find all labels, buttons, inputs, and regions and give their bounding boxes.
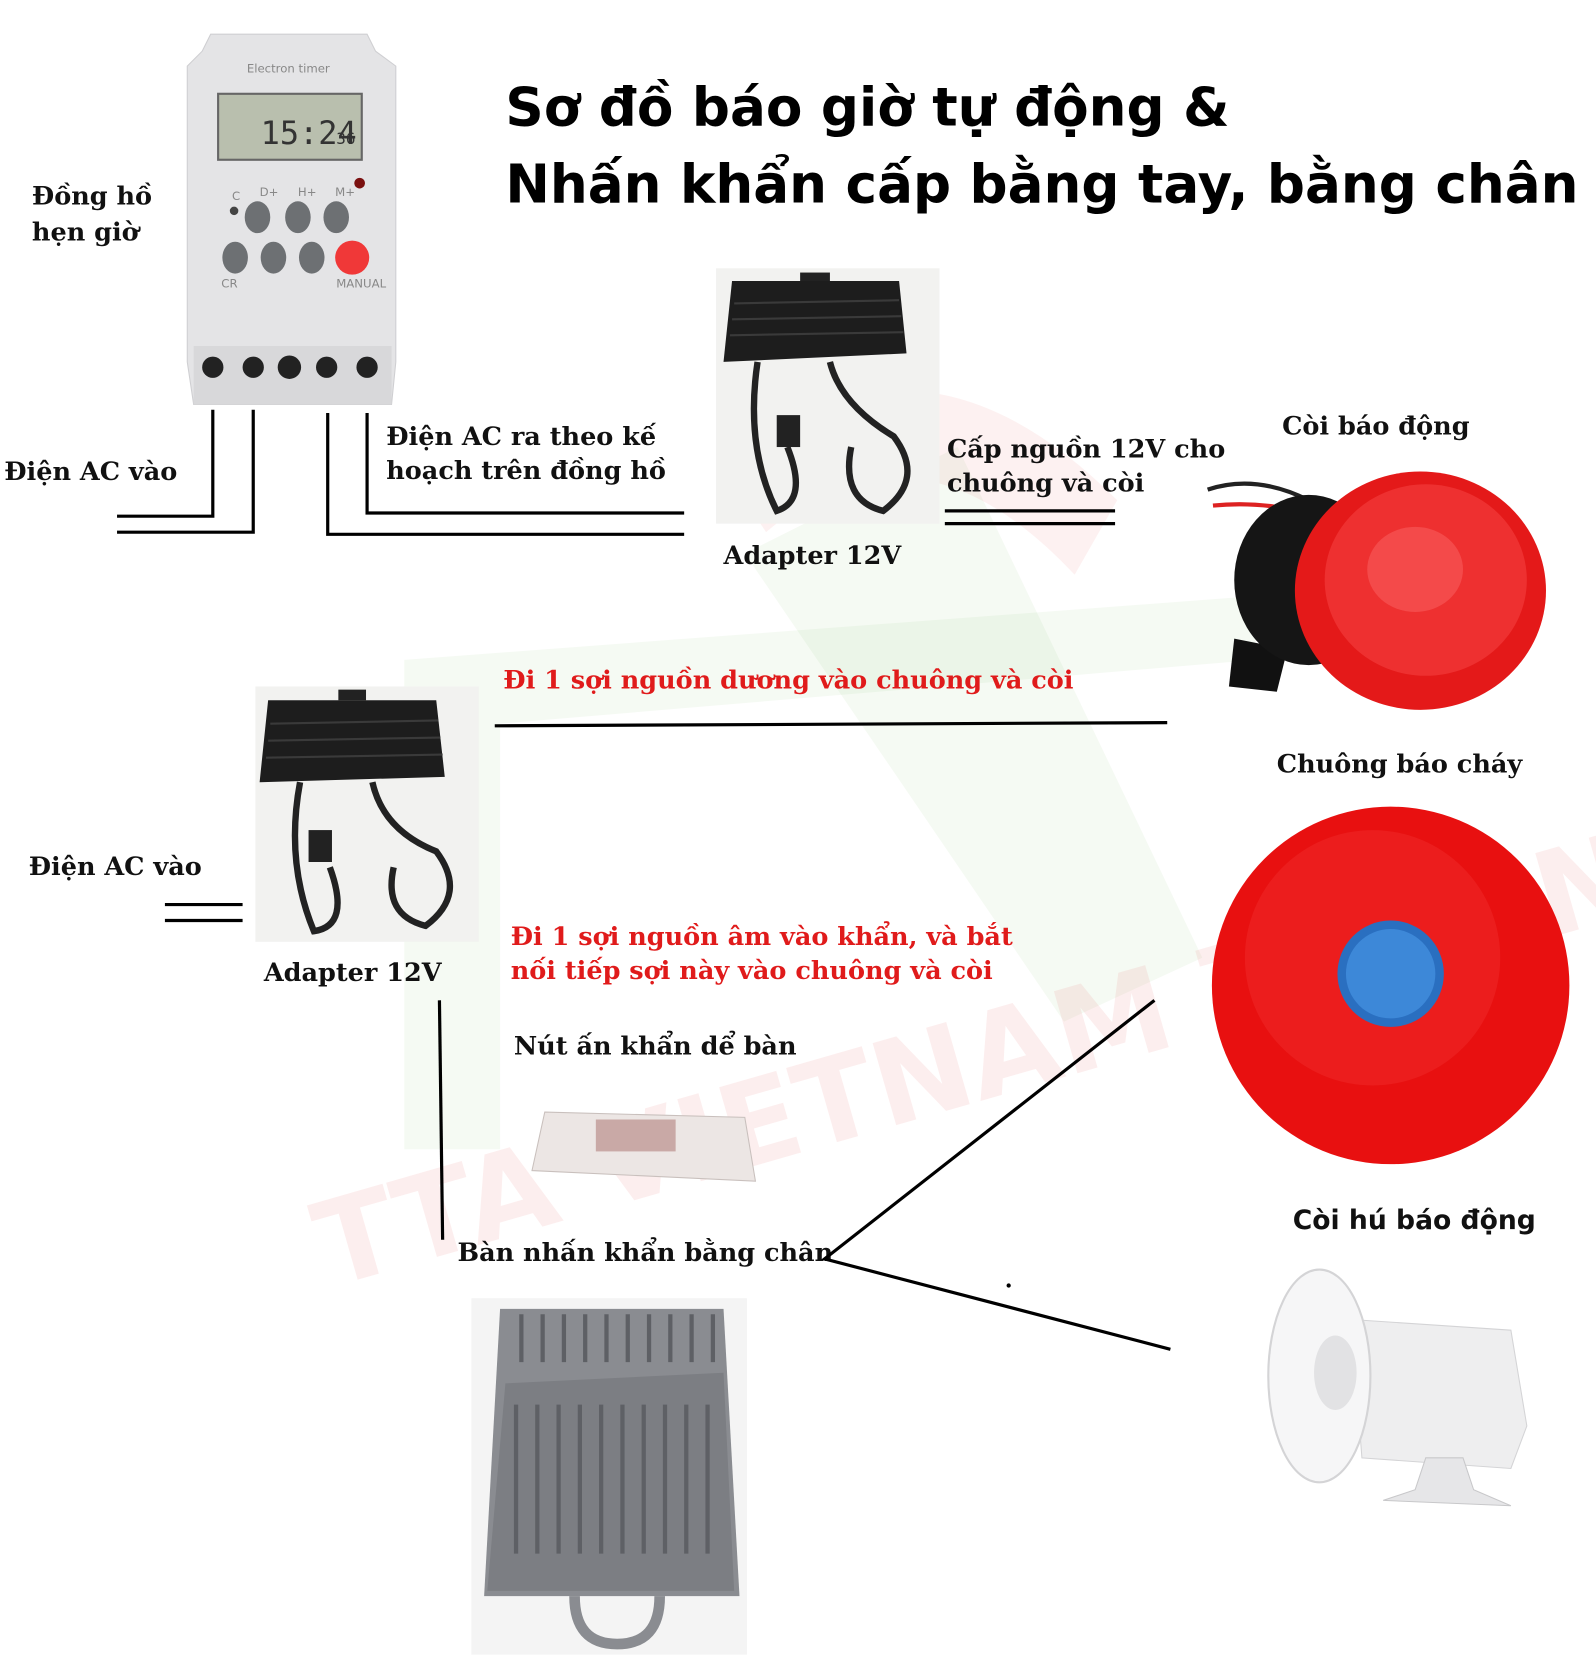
timer-button-h xyxy=(285,201,311,234)
timer-display-time: 15:24 xyxy=(261,114,357,152)
negative-wire xyxy=(437,1000,445,1240)
timer-label-line-1: Đồng hồ xyxy=(32,181,152,211)
timer-label-cr: CR xyxy=(221,276,237,290)
timer-button-m xyxy=(323,201,349,234)
branch-wires xyxy=(821,999,1171,1351)
adapter-top-label: Adapter 12V xyxy=(723,541,903,571)
adapter-top-image xyxy=(716,268,940,524)
adapter-bottom-label: Adapter 12V xyxy=(263,958,443,988)
siren-top-label: Còi báo động xyxy=(1282,411,1470,441)
timer-manual-button xyxy=(335,240,370,275)
timer-button-d xyxy=(244,201,271,234)
fire-bell-image xyxy=(1211,806,1570,1165)
timer-button-cr xyxy=(222,241,248,274)
title-line-2: Nhấn khẩn cấp bằng tay, bằng chân xyxy=(505,153,1578,215)
positive-wire-label: Đi 1 sợi nguồn dương vào chuông và còi xyxy=(503,666,1074,696)
timer-label-d: D+ xyxy=(260,185,279,199)
desk-button-label: Nút ấn khẩn dể bàn xyxy=(514,1030,797,1062)
timer-button-timer xyxy=(298,241,325,274)
timer-label-line-2: hẹn giờ xyxy=(32,218,142,248)
timer-device-image: Electron timer 15:24 36 C D+ H+ M+ CR MA… xyxy=(186,33,397,406)
horn-siren-label: Còi hú báo động xyxy=(1293,1205,1536,1236)
timer-button-clock xyxy=(260,241,287,274)
timer-brand: Electron timer xyxy=(247,62,330,76)
power-12v-label-line-2: chuông và còi xyxy=(947,469,1145,499)
ac-out-label-line-2: hoạch trên đồng hồ xyxy=(386,456,666,486)
power-12v-label-line-1: Cấp nguồn 12V cho xyxy=(947,434,1225,465)
timer-label-manual: MANUAL xyxy=(336,276,386,290)
ac-in-label-bottom: Điện AC vào xyxy=(29,852,202,882)
timer-label-c: C xyxy=(232,189,240,203)
fire-bell-label: Chuông báo cháy xyxy=(1277,750,1524,780)
timer-label-h: H+ xyxy=(298,185,317,199)
foot-pedal-image xyxy=(471,1298,747,1655)
red-siren-image xyxy=(1206,471,1546,710)
timer-wires xyxy=(117,409,685,536)
ac-in-label-top: Điện AC vào xyxy=(4,457,177,487)
foot-pedal-label: Bàn nhấn khẩn bằng chân xyxy=(458,1236,834,1268)
negative-wire-label-line-2: nối tiếp sợi này vào chuông và còi xyxy=(511,955,993,986)
adapter-bottom-image xyxy=(255,686,479,942)
title-line-1: Sơ đồ báo giờ tự động & xyxy=(505,77,1229,139)
timer-label-m: M+ xyxy=(335,185,355,199)
positive-wire xyxy=(494,721,1168,728)
white-horn-siren-image xyxy=(1267,1268,1528,1507)
ac-out-label-line-1: Điện AC ra theo kế xyxy=(386,421,657,452)
desk-emergency-button-image xyxy=(531,1111,757,1182)
timer-display-seconds: 36 xyxy=(336,129,355,148)
negative-wire-label-line-1: Đi 1 sợi nguồn âm vào khẩn, và bắt xyxy=(511,920,1013,952)
